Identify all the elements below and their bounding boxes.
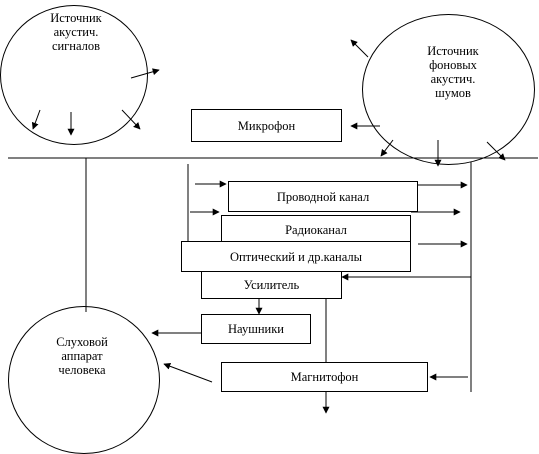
signal-source-label: Источник акустич. сигналов	[50, 11, 102, 53]
microphone-box: Микрофон	[191, 109, 342, 142]
optical-channels-box: Оптический и др.каналы	[181, 241, 411, 272]
signal-source-ellipse	[0, 5, 148, 145]
amplifier-box: Усилитель	[201, 271, 342, 299]
recorder-box: Магнитофон	[221, 362, 428, 392]
hearing-apparatus-ellipse	[8, 306, 160, 454]
noise-source-label: Источник фоновых акустич. шумов	[427, 44, 479, 100]
recorder-to-hearing-arrow	[163, 362, 213, 383]
wired-channel-box: Проводной канал	[228, 181, 418, 212]
noise-ray-up	[350, 39, 369, 58]
noise-source-ellipse	[362, 14, 535, 165]
hearing-apparatus-label: Слуховой аппарат человека	[56, 335, 108, 377]
headphones-box: Наушники	[201, 314, 311, 344]
radio-channel-box: Радиоканал	[221, 215, 411, 244]
